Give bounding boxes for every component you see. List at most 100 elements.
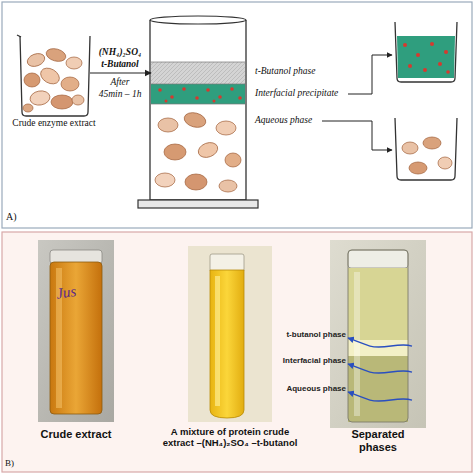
enzyme-blob [409,162,427,174]
enzyme-blob [29,89,51,106]
precipitate-dot [213,100,216,103]
enzyme-blob [72,95,84,105]
precipitate-dot [423,68,427,72]
enzyme-blob [24,73,40,87]
enzyme-blob [61,77,79,91]
beaker-precipitate [395,22,457,82]
cylinder [151,62,245,84]
cylinder [151,104,245,105]
beaker-aqueous [395,118,457,180]
cylinder [138,16,258,208]
phase-pointer [348,338,412,401]
beaker-crude [20,36,90,116]
photo-crude-extract [38,240,114,422]
leader-line [348,55,392,94]
cylinder [151,104,245,200]
beaker-crude [17,35,21,37]
node-label: Crude enzyme extract [4,118,104,128]
photo-mixture [188,246,272,422]
enzyme-blob [25,51,46,68]
precipitate-dot [446,70,450,74]
precipitate-dot [430,42,434,46]
enzyme-blob [185,174,207,190]
node-label: Aqueous phase [255,115,355,125]
reagent-note: After [90,77,150,88]
precipitate-dot [165,100,168,103]
precipitate-dot [170,95,174,99]
photo-crude-extract [50,262,102,414]
phase-label: Aqueous phase [262,384,346,394]
phase-pointer [348,338,412,347]
beaker-precipitate [395,22,457,82]
enzyme-blob [402,142,418,154]
photo-crude-extract [38,240,114,422]
photo-caption: Crude extract [36,428,116,441]
node-label: t-Butanol phase [255,66,355,76]
precipitate-dot [403,42,450,74]
panel-letter: A) [6,211,36,223]
panel-letter: B) [5,458,35,469]
enzyme-blob [45,47,67,64]
precipitate-dot [182,87,186,91]
cylinder [150,20,246,200]
beaker-aqueous [395,118,457,180]
cylinder [150,16,246,24]
enzyme-blob [438,157,452,169]
phase-label: t-butanol phase [262,330,346,340]
reagent-note: (NH₄)₂SO₄ [90,47,150,58]
reagent-note: 45min – 1h [86,89,154,100]
enzyme-blob [38,65,62,87]
precipitate-dot [238,96,242,100]
phase-pointer [348,364,412,373]
enzyme-blob [402,137,452,174]
flow-arrow [90,72,151,73]
precipitate-dot [206,88,210,92]
photo-separated [348,250,408,268]
photo-caption: Separated phases [332,428,424,454]
precipitate-dot [158,87,242,102]
photo-caption: A mixture of protein crude extract –(NH₄… [158,426,302,449]
photo-mixture [188,246,272,422]
enzyme-blob [423,137,441,149]
precipitate-dot [403,43,407,47]
cylinder [151,84,245,85]
phase-band: Interfacial precipitate [151,84,245,104]
enzyme-blob [51,95,73,109]
cylinder [151,62,245,63]
enzyme-blob [196,140,220,160]
panel-frame [2,2,472,228]
enzyme-blob [155,110,241,192]
enzyme-blob [158,118,178,132]
photo-mixture [210,270,244,418]
photo-mixture [215,276,220,406]
cylinder [151,84,245,104]
enzyme-blob [183,110,208,129]
beaker-node: Crude enzyme extract [18,38,90,114]
beaker-crude [17,35,90,116]
cylinder [151,20,245,62]
phase-band: t-Butanol phase [151,62,245,84]
phase-label: Interfacial phase [262,356,346,366]
panel-frame [2,232,472,472]
precipitate-dot [230,87,234,91]
phase-pointer [348,392,412,401]
precipitate-dot [416,53,420,57]
enzyme-blob [216,121,236,135]
precipitate-dot [408,64,412,68]
leader-line [322,121,392,150]
enzyme-blob [66,57,82,69]
cylinder [138,200,258,208]
leader-line [322,55,392,150]
precipitate-dot [158,88,162,92]
enzyme-blob [23,104,33,112]
precipitate-dot [195,96,199,100]
node-label: Interfacial precipitate [255,88,355,98]
enzyme-blob [219,180,237,192]
enzyme-blob [164,144,186,160]
photo-separated [348,250,408,422]
reagent-note: t-Butanol [90,59,150,70]
phase-band: Aqueous phase [151,104,245,200]
